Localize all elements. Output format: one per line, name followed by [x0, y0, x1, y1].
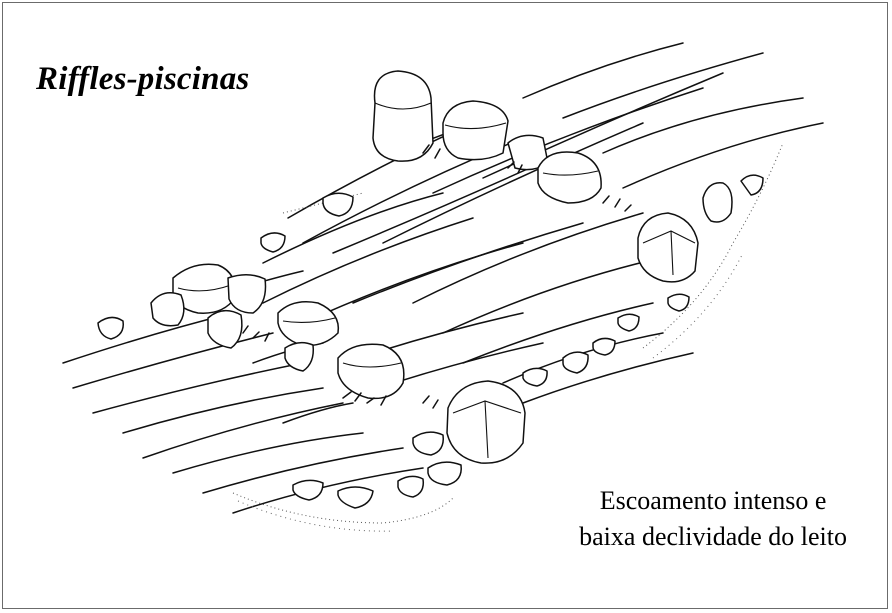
rocks — [98, 71, 763, 508]
caption-line-2: baixa declividade do leito — [579, 519, 847, 555]
figure-caption: Escoamento intenso e baixa declividade d… — [579, 483, 847, 555]
caption-line-1: Escoamento intenso e — [579, 483, 847, 519]
